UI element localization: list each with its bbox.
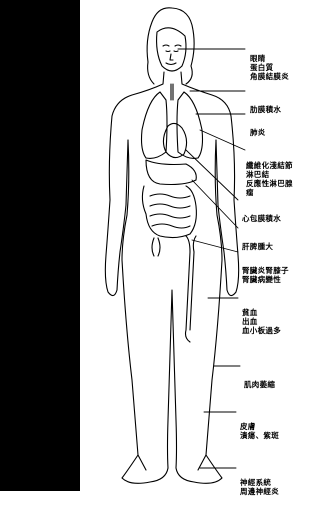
- label-eyes: 眼睛蛋白質角膜結膜炎: [250, 36, 289, 90]
- label-skin: 皮膚潰瘍、紫斑: [240, 404, 279, 449]
- bone-outline: [152, 236, 196, 342]
- liver-outline: [146, 160, 196, 185]
- legs-outline: [122, 260, 222, 470]
- torso-outline: [122, 140, 222, 260]
- intestines-outline: [142, 186, 196, 238]
- left-black-bar: [0, 0, 80, 491]
- label-blood: 貧血出血血小板過多: [242, 290, 281, 344]
- right-arm-outline: [216, 116, 239, 296]
- lungs-outline: [142, 92, 203, 158]
- label-lung: 肺炎: [250, 110, 266, 146]
- label-kidney: 腎臟炎腎膝子腎臟病變性: [242, 248, 289, 293]
- trachea-outline: [171, 84, 173, 100]
- hair-outline: [147, 8, 194, 84]
- label-muscle: 肌肉萎縮: [244, 362, 275, 398]
- left-arm-outline: [105, 116, 128, 296]
- leader-lines: [178, 49, 245, 468]
- label-nerve: 神經系統周邊神經炎: [240, 460, 279, 505]
